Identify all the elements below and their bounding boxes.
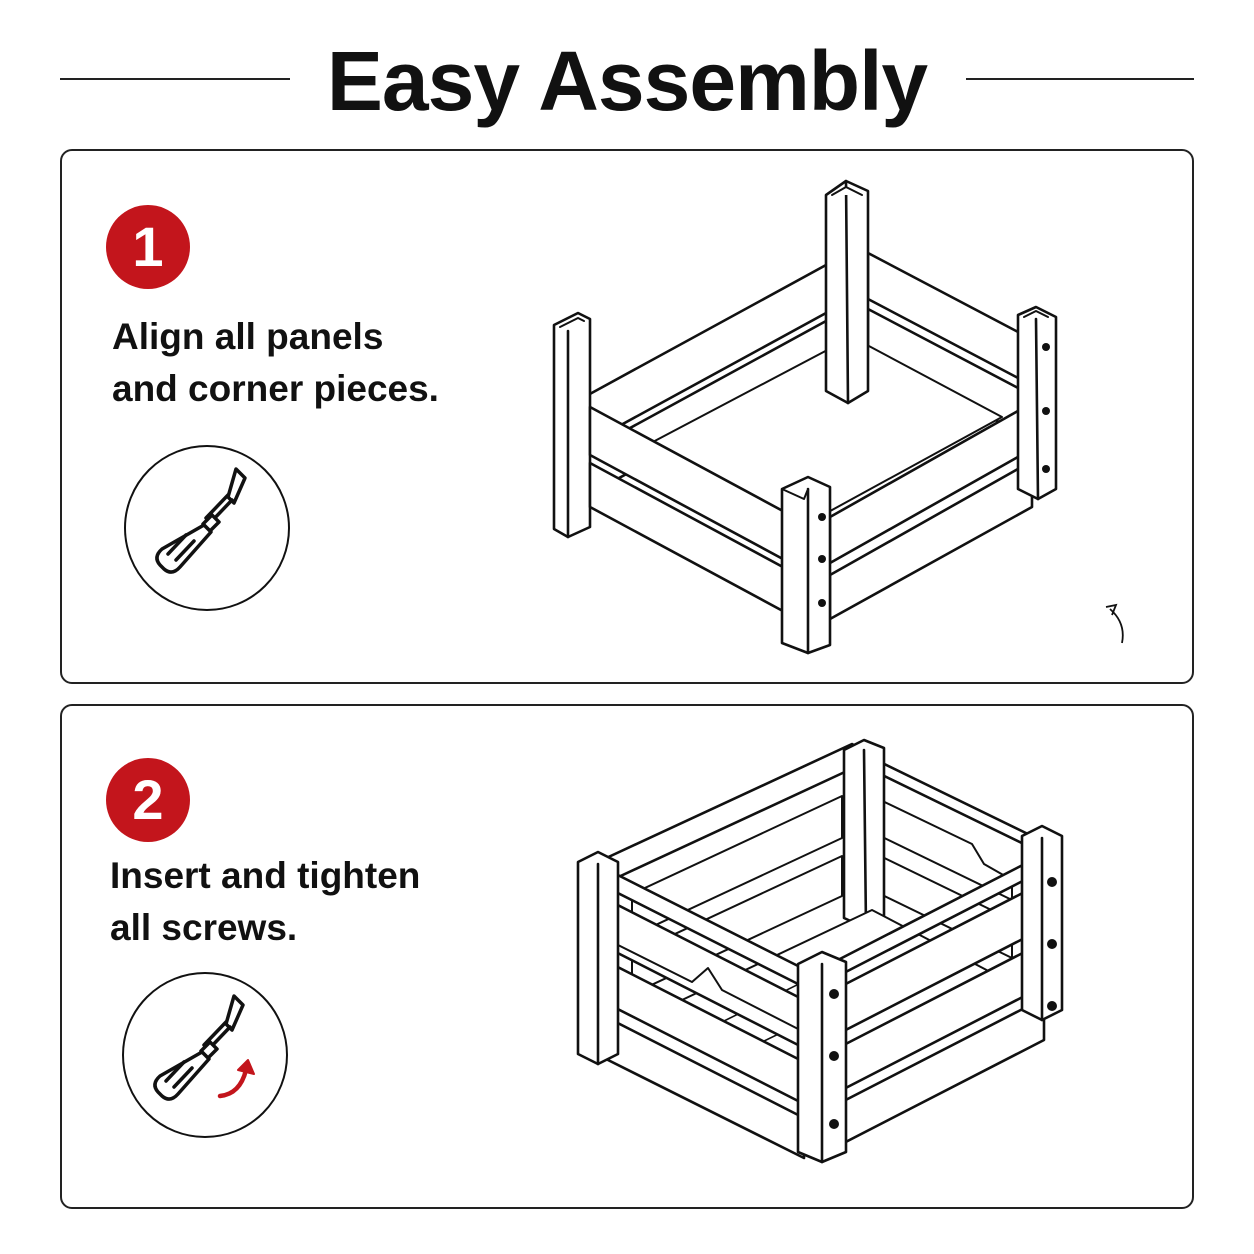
step-2-line-1: Insert and tighten <box>110 855 421 896</box>
step-2-panel: 2 Insert and tighten all screws. <box>60 704 1194 1209</box>
step-1-panel: 1 Align all panels and corner pieces. <box>60 149 1194 684</box>
rotate-arrow-icon <box>217 1067 249 1099</box>
assembled-crate-illustration <box>576 738 1064 1164</box>
step-1-badge: 1 <box>106 205 190 289</box>
step-1-line-1: Align all panels <box>112 316 384 357</box>
step-2-tool-circle <box>122 972 288 1138</box>
step-2-instructions: Insert and tighten all screws. <box>110 850 420 954</box>
title-rule-right <box>966 78 1194 80</box>
step-1-tool-circle <box>124 445 290 611</box>
screwdriver-rotate-icon <box>153 994 255 1101</box>
step-2-badge: 2 <box>106 758 190 842</box>
screwdriver-icon <box>155 467 247 574</box>
step-1-instructions: Align all panels and corner pieces. <box>112 311 439 415</box>
step-2-line-2: all screws. <box>110 907 298 948</box>
page-title: Easy Assembly <box>326 34 928 128</box>
step-1-line-2: and corner pieces. <box>112 368 439 409</box>
open-crate-frame-illustration <box>552 179 1124 655</box>
title-rule-left <box>60 78 290 80</box>
